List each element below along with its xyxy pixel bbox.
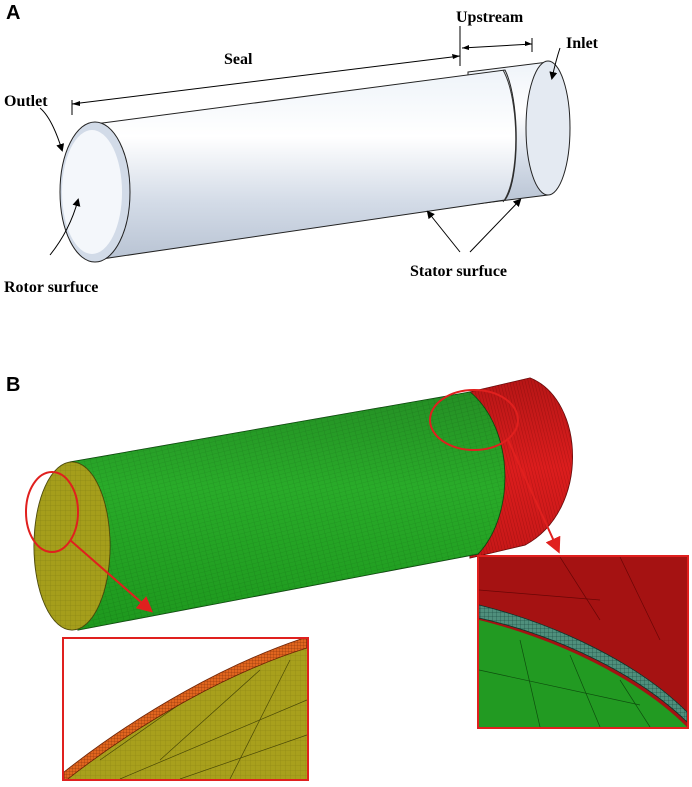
upstream-dimension-line bbox=[461, 43, 533, 49]
panel-b-mesh-model bbox=[33, 377, 573, 631]
rotor-inner-surface bbox=[62, 130, 122, 254]
panel-b-letter: B bbox=[6, 374, 21, 396]
stator-leader-1 bbox=[426, 210, 461, 253]
outlet-zoom-inset bbox=[62, 637, 309, 781]
inlet-face bbox=[525, 60, 571, 196]
inlet-zoom-inset bbox=[477, 555, 689, 729]
panel-a-leaders bbox=[39, 47, 561, 256]
stator-surface-label: Stator surfuce bbox=[410, 263, 507, 280]
seal-body bbox=[94, 69, 517, 261]
inlet-label: Inlet bbox=[566, 35, 599, 52]
outlet-highlight-circle bbox=[25, 471, 79, 553]
inlet-highlight-circle bbox=[429, 389, 519, 451]
inlet-inset-boundary-layer bbox=[479, 604, 687, 723]
inlet-inset-green-region bbox=[479, 620, 687, 727]
outlet-label: Outlet bbox=[4, 93, 48, 110]
stator-leader-2 bbox=[469, 198, 522, 253]
seal-dimension-line bbox=[71, 55, 461, 105]
inlet-callout-arrow bbox=[507, 439, 561, 554]
outlet-inset-boundary-layer bbox=[64, 639, 307, 779]
outlet-leader bbox=[39, 107, 65, 152]
inlet-leader bbox=[549, 47, 561, 80]
seal-label: Seal bbox=[224, 51, 253, 68]
rotor-surface-label: Rotor surfuce bbox=[4, 279, 98, 296]
panel-a-letter: A bbox=[6, 2, 21, 24]
panel-a-cylinder bbox=[59, 60, 571, 263]
section-seam bbox=[502, 69, 517, 203]
panel-a-dim-arrows bbox=[72, 41, 532, 106]
panel-a-dimensions bbox=[71, 26, 533, 115]
rotor-leader bbox=[49, 198, 81, 256]
upstream-label: Upstream bbox=[456, 9, 524, 26]
outlet-callout-arrow bbox=[69, 539, 154, 613]
